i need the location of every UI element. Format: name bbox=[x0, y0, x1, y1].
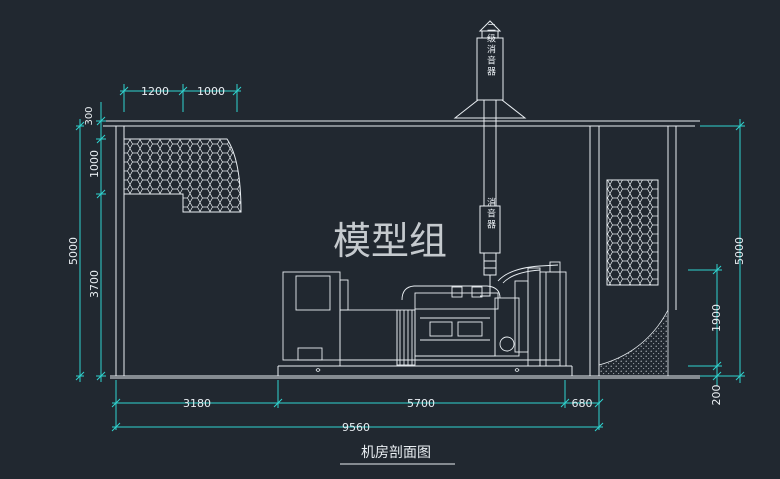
dim-right-200: 200 bbox=[710, 385, 723, 406]
exhaust-pipe bbox=[476, 20, 504, 297]
roof-vent-cone bbox=[453, 99, 527, 119]
dimension-lines bbox=[75, 84, 745, 432]
muffler-secondary-label: 二级消音器 bbox=[485, 23, 496, 78]
muffler-label: 消音器 bbox=[485, 196, 496, 230]
dim-left-300: 300 bbox=[84, 106, 95, 125]
dim-bottom-5700: 5700 bbox=[407, 397, 435, 410]
exhaust-outlet bbox=[598, 309, 669, 377]
dim-bottom-680: 680 bbox=[572, 397, 593, 410]
dim-left-1000: 1000 bbox=[88, 150, 101, 178]
dim-bottom-3180: 3180 bbox=[183, 397, 211, 410]
dim-right-1900: 1900 bbox=[710, 304, 723, 332]
dim-top-1000: 1000 bbox=[197, 85, 225, 98]
dim-top-1200: 1200 bbox=[141, 85, 169, 98]
drawing-title: 机房剖面图 bbox=[361, 445, 431, 461]
generator-set bbox=[282, 261, 567, 367]
dim-left-5000: 5000 bbox=[67, 237, 80, 265]
dim-total-9560: 9560 bbox=[342, 421, 370, 434]
dimension-labels: 1200 1000 300 1000 3700 5000 5000 1900 2… bbox=[67, 85, 746, 434]
intake-grille-left bbox=[123, 138, 242, 213]
dim-left-3700: 3700 bbox=[88, 270, 101, 298]
intake-grille-right bbox=[606, 179, 659, 286]
watermark: 模型组 bbox=[333, 219, 447, 263]
dim-right-5000: 5000 bbox=[733, 237, 746, 265]
